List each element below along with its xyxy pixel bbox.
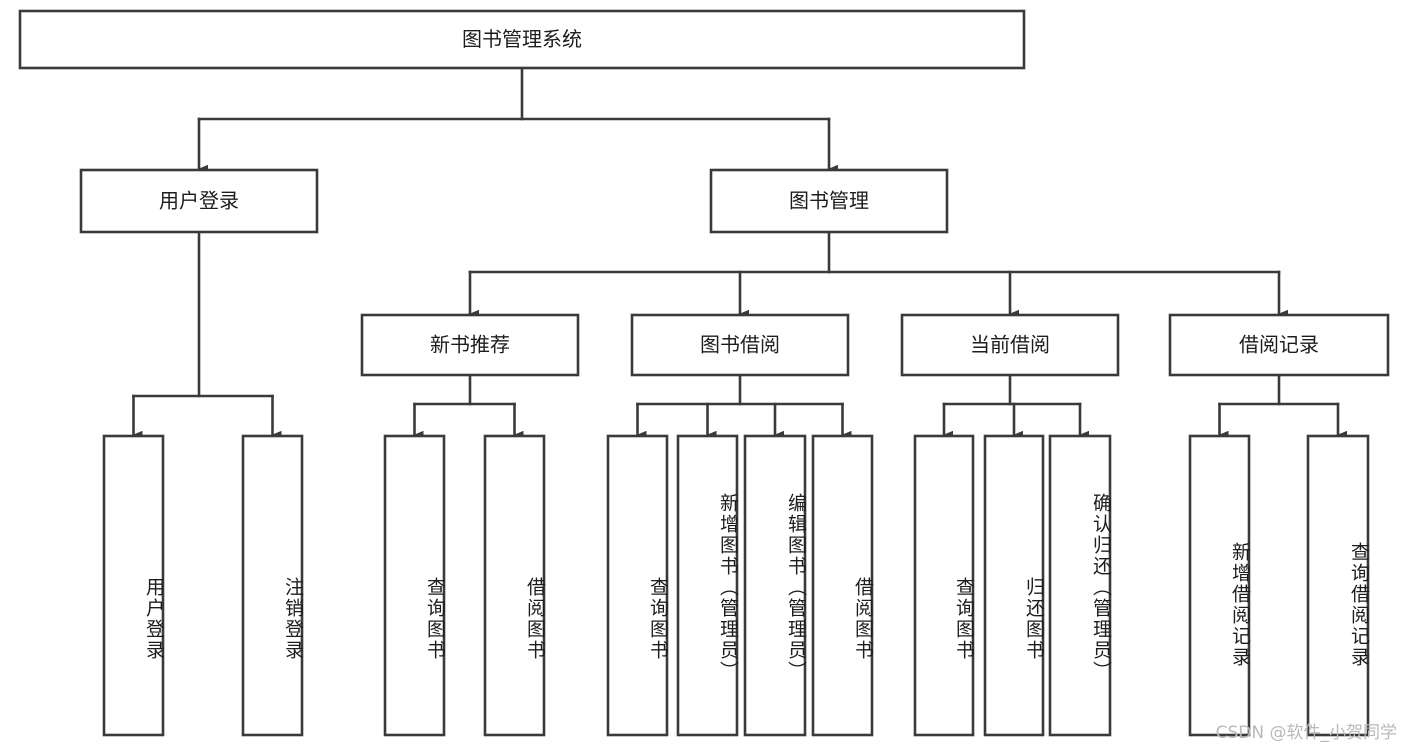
node-label-book-manage: 图书管理 — [789, 189, 869, 213]
node-box-leaf-logout[interactable] — [241, 434, 304, 737]
node-box-leaf-query-book-borrow[interactable] — [606, 434, 669, 737]
node-box-book-manage[interactable] — [709, 168, 949, 234]
node-label-root: 图书管理系统 — [462, 27, 582, 51]
watermark-text: CSDN @软件_小贺同学 — [1215, 723, 1397, 743]
node-label-current-borrow: 当前借阅 — [970, 333, 1050, 357]
node-label-user-login: 用户登录 — [159, 189, 239, 213]
node-box-leaf-return-book[interactable] — [983, 434, 1045, 737]
node-box-new-book-recommend[interactable] — [360, 313, 580, 377]
connector-layer — [132, 66, 1347, 440]
node-box-current-borrow[interactable] — [900, 313, 1120, 377]
node-box-leaf-add-book[interactable] — [676, 434, 739, 737]
node-box-leaf-user-login[interactable] — [102, 434, 165, 737]
node-box-root[interactable] — [18, 9, 1026, 70]
node-label-borrow-record: 借阅记录 — [1239, 333, 1319, 357]
node-label-book-borrow: 图书借阅 — [700, 333, 780, 357]
node-box-borrow-record[interactable] — [1168, 313, 1390, 377]
node-box-leaf-edit-book[interactable] — [743, 434, 807, 737]
node-box-book-borrow[interactable] — [630, 313, 850, 377]
node-box-leaf-borrow-book-new[interactable] — [483, 434, 546, 737]
node-label-new-book-recommend: 新书推荐 — [430, 333, 510, 357]
node-box-leaf-query-book-current[interactable] — [913, 434, 975, 737]
node-box-leaf-query-book-new[interactable] — [383, 434, 446, 737]
node-box-leaf-query-record[interactable] — [1306, 434, 1370, 737]
node-box-layer — [18, 9, 1390, 737]
node-box-leaf-add-record[interactable] — [1188, 434, 1251, 737]
node-box-leaf-confirm-return[interactable] — [1048, 434, 1112, 737]
node-box-user-login[interactable] — [79, 168, 319, 234]
node-box-leaf-borrow-book[interactable] — [811, 434, 874, 737]
